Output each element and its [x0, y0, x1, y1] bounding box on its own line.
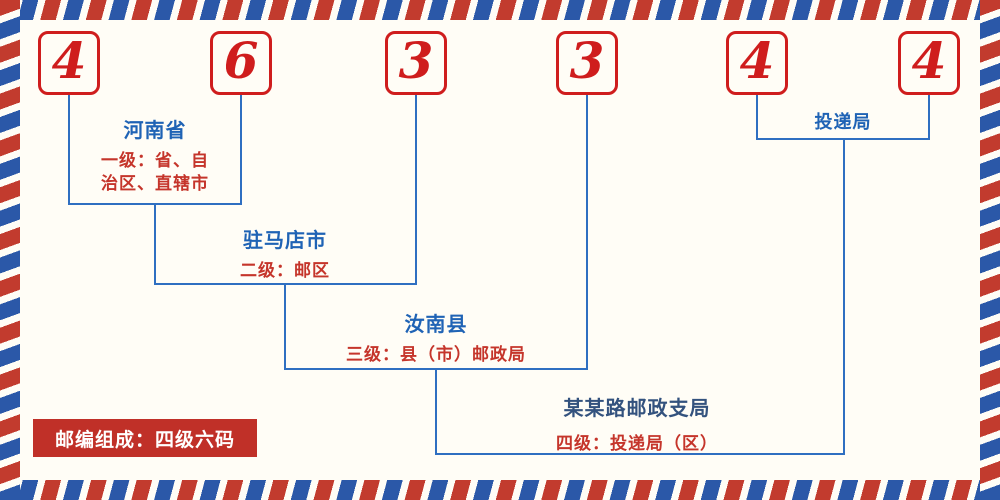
airmail-border-top	[0, 0, 1000, 20]
airmail-border-right	[980, 0, 1000, 500]
connector-line-level1-to-level2	[154, 203, 156, 285]
airmail-border-left	[0, 0, 20, 500]
digit-value: 6	[223, 31, 259, 90]
level3-desc: 三级：县（市）邮政局	[346, 345, 526, 365]
digit-box-4: 3	[556, 31, 618, 95]
connector-line-delivery-to-level4	[843, 138, 845, 455]
connector-line-digit5-down	[756, 95, 758, 140]
digit-value: 3	[398, 31, 434, 90]
digit-box-6: 4	[898, 31, 960, 95]
digit-box-2: 6	[210, 31, 272, 95]
connector-line-digit1-down	[68, 95, 70, 205]
postal-code-composition-badge: 邮编组成：四级六码	[33, 419, 257, 457]
digit-box-1: 4	[38, 31, 100, 95]
connector-line-level4-bottom	[435, 453, 845, 455]
digit-value: 4	[739, 31, 775, 90]
level3-group: 汝南县 三级：县（市）邮政局	[296, 308, 576, 367]
level1-desc: 一级：省、自 治区、直辖市	[101, 151, 209, 194]
level4-name: 某某路邮政支局	[563, 396, 711, 420]
connector-line-digit3-down	[415, 95, 417, 285]
connector-line-digit6-down	[928, 95, 930, 140]
connector-line-digit2-down	[240, 95, 242, 205]
digit-box-3: 3	[385, 31, 447, 95]
level2-desc: 二级：邮区	[240, 261, 330, 281]
level4-group: 某某路邮政支局 四级：投递局（区）	[487, 392, 787, 456]
digit-value: 3	[569, 31, 605, 90]
level1-group: 河南省 一级：省、自 治区、直辖市	[62, 114, 248, 196]
digit-box-5: 4	[726, 31, 788, 95]
connector-line-level2-to-level3	[284, 283, 286, 370]
level2-name: 驻马店市	[243, 228, 327, 252]
level1-name: 河南省	[123, 118, 187, 142]
airmail-border-bottom	[0, 480, 1000, 500]
digit-value: 4	[911, 31, 947, 90]
connector-line-digit4-down	[586, 95, 588, 370]
level2-group: 驻马店市 二级：邮区	[185, 224, 385, 283]
digit-value: 4	[51, 31, 87, 90]
level4-desc: 四级：投递局（区）	[556, 434, 718, 454]
delivery-office-label: 投递局	[814, 112, 872, 133]
level3-name: 汝南县	[404, 312, 468, 336]
connector-line-level3-to-level4	[435, 368, 437, 455]
